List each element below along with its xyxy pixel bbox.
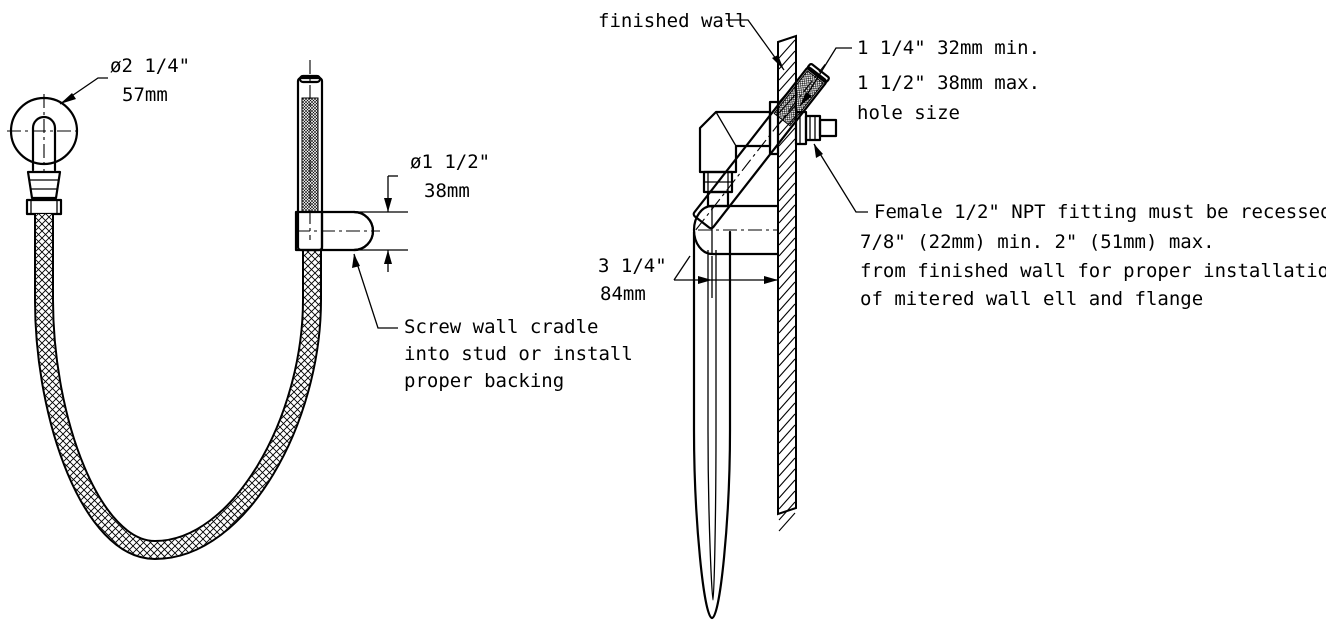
wall-hatch-line bbox=[778, 182, 796, 202]
wall-hatch-line bbox=[778, 358, 796, 378]
projection-dimension: 3 1/4" 84mm bbox=[598, 255, 778, 305]
fitting-note-line-1: Female 1/2" NPT fitting must be recessed bbox=[874, 201, 1326, 223]
wall-hatch-line bbox=[778, 39, 796, 59]
finished-wall bbox=[777, 34, 797, 532]
hole-size-callout: 1 1/4" 32mm min. 1 1/2" 38mm max. hole s… bbox=[799, 37, 1040, 124]
wall-hatch-line bbox=[778, 336, 796, 356]
escutcheon-diameter-mm: 57mm bbox=[122, 84, 168, 106]
wall-hatch-line bbox=[778, 501, 796, 521]
wall-hatch-line bbox=[778, 490, 796, 510]
wall-hatch-line bbox=[778, 292, 796, 312]
wall-hatch-line bbox=[778, 457, 796, 477]
wall-hatch-line bbox=[778, 204, 796, 224]
hole-size-line-1: 1 1/4" 32mm min. bbox=[857, 37, 1040, 59]
hose-side bbox=[692, 230, 732, 620]
wall-hatch-line bbox=[778, 61, 796, 81]
wall-hatch-line bbox=[778, 215, 796, 235]
hole-size-line-3: hole size bbox=[857, 102, 960, 124]
wall-hatch-line bbox=[778, 237, 796, 257]
wall-hatch-line bbox=[778, 259, 796, 279]
wall-hatch-line bbox=[778, 127, 796, 147]
fitting-note-line-4: of mitered wall ell and flange bbox=[860, 288, 1203, 310]
wall-hatch-line bbox=[778, 512, 796, 532]
wall-hatch-line bbox=[778, 369, 796, 389]
wall-hatch-line bbox=[778, 413, 796, 433]
cradle-note-line-1: Screw wall cradle bbox=[404, 316, 598, 338]
wall-hatch-line bbox=[778, 72, 796, 92]
wall-hatch-line bbox=[778, 149, 796, 169]
wall-hatch-line bbox=[778, 424, 796, 444]
cradle-diameter-mm: 38mm bbox=[424, 180, 470, 202]
cradle-dimension: ø1 1/2" 38mm bbox=[357, 151, 490, 272]
wall-hatch-line bbox=[778, 325, 796, 345]
wall-hatch-line bbox=[778, 446, 796, 466]
fitting-note-line-2: 7/8" (22mm) min. 2" (51mm) max. bbox=[860, 231, 1215, 253]
wall-hatch-line bbox=[778, 380, 796, 400]
cradle-diameter-in: ø1 1/2" bbox=[410, 151, 490, 173]
wall-outlet-escutcheon bbox=[7, 94, 81, 172]
front-view bbox=[7, 60, 380, 561]
fitting-callout: Female 1/2" NPT fitting must be recessed… bbox=[813, 143, 1326, 310]
wall-hatch-line bbox=[778, 391, 796, 411]
hole-size-line-2: 1 1/2" 38mm max. bbox=[857, 72, 1040, 94]
hose-connector bbox=[25, 170, 63, 216]
fitting-note-line-3: from finished wall for proper installati… bbox=[860, 260, 1326, 282]
wall-hatch-line bbox=[778, 248, 796, 268]
cradle-note: Screw wall cradle into stud or install p… bbox=[352, 253, 633, 392]
wall-hatch-line bbox=[778, 314, 796, 334]
cradle-note-line-3: proper backing bbox=[404, 370, 564, 392]
cradle-note-line-2: into stud or install bbox=[404, 343, 633, 365]
wall-hatch-line bbox=[778, 270, 796, 290]
wall-hatch-line bbox=[778, 226, 796, 246]
wall-hatch-line bbox=[778, 402, 796, 422]
projection-mm: 84mm bbox=[600, 283, 646, 305]
wall-hatch-line bbox=[778, 435, 796, 455]
handshower-front bbox=[296, 60, 324, 252]
wall-hatch-line bbox=[778, 303, 796, 323]
wall-cradle-side bbox=[692, 204, 780, 256]
handshower-side bbox=[692, 63, 830, 231]
projection-in: 3 1/4" bbox=[598, 255, 667, 277]
side-view bbox=[692, 34, 838, 620]
braided-hose bbox=[34, 214, 322, 561]
finished-wall-callout: finished wall bbox=[598, 10, 785, 71]
wall-hatch-line bbox=[778, 138, 796, 158]
wall-hatch-line bbox=[778, 160, 796, 180]
wall-hatch-line bbox=[778, 347, 796, 367]
wall-hatch-line bbox=[778, 171, 796, 191]
wall-cradle bbox=[294, 210, 380, 252]
wall-hatch-line bbox=[778, 281, 796, 301]
wall-hatch-line bbox=[778, 468, 796, 488]
escutcheon-dimension: ø2 1/4" 57mm bbox=[59, 55, 190, 106]
finished-wall-label: finished wall bbox=[598, 10, 747, 32]
wall-hatch-line bbox=[778, 193, 796, 213]
wall-hatch-line bbox=[778, 479, 796, 499]
escutcheon-diameter-in: ø2 1/4" bbox=[110, 55, 190, 77]
